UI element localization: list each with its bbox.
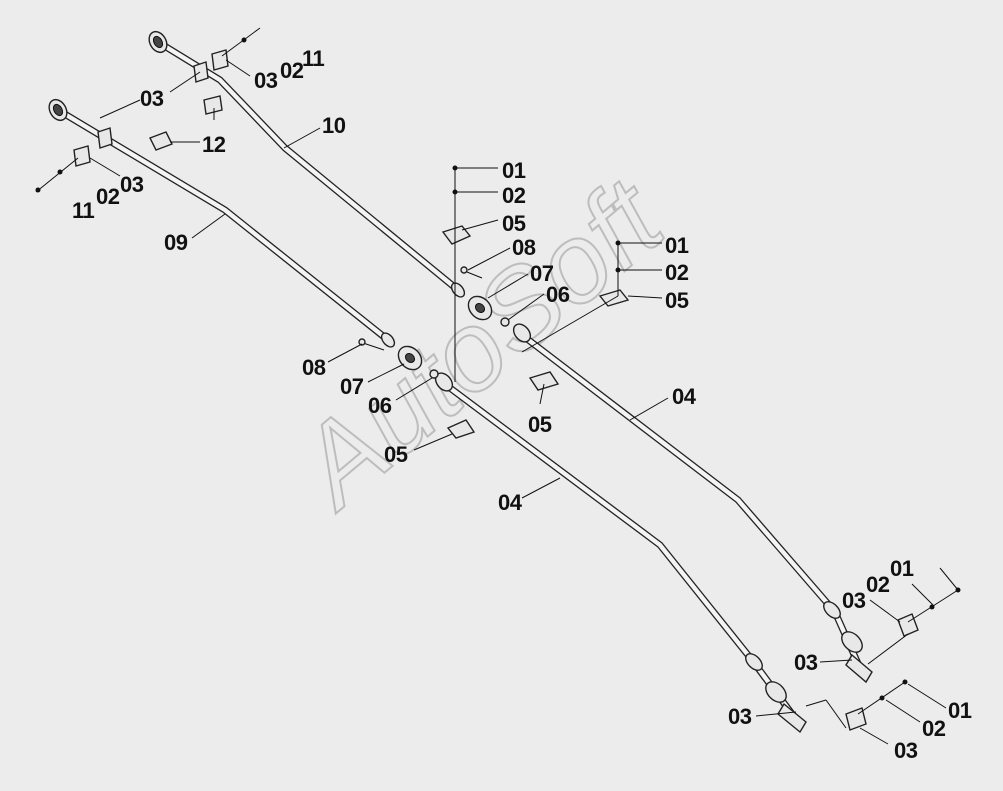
callout-02-right: 02 [665, 260, 689, 285]
callout-02-top: 02 [502, 183, 526, 208]
callout-05-top: 05 [502, 211, 526, 236]
clamp-05-top [441, 225, 472, 245]
callout-01-bottom: 01 [948, 698, 972, 723]
bolt-08-left [358, 338, 385, 351]
fitting-07-top [467, 295, 493, 321]
fitting-03-br [841, 631, 873, 684]
clamp-03-br [897, 613, 919, 637]
clamp-05-mid [528, 371, 560, 391]
bracket-03-pipe09 [97, 127, 113, 149]
flange-04-right-top [512, 323, 532, 343]
callout-02-left: 02 [96, 184, 120, 209]
callout-03-bottom: 03 [894, 738, 918, 763]
callout-01-right: 01 [665, 233, 689, 258]
callout-08-top: 08 [512, 235, 536, 260]
callout-03-topleft: 03 [140, 86, 164, 111]
callout-05-mid: 05 [528, 412, 552, 437]
callout-02-bottom: 02 [922, 716, 946, 741]
callout-08-left: 08 [302, 355, 326, 380]
callout-07-top: 07 [530, 261, 554, 286]
callout-04-left: 04 [498, 490, 523, 515]
fastener-stack-top-right-11 [221, 27, 261, 57]
clamp-05-left [446, 419, 476, 439]
bracket-03-left [73, 145, 91, 167]
coupling-pipe-09 [380, 332, 396, 348]
callout-02-br: 02 [866, 572, 890, 597]
callout-11-left: 11 [72, 198, 95, 223]
bracket-12 [149, 131, 173, 151]
callout-05-left: 05 [384, 442, 408, 467]
pipe-10 [154, 38, 462, 294]
callout-05-right: 05 [665, 288, 689, 313]
callout-03-bl: 03 [728, 704, 752, 729]
callout-06-left: 06 [368, 393, 392, 418]
pipe-09 [54, 106, 392, 344]
bracket-12-top [203, 95, 223, 115]
callout-02-topright: 02 [280, 58, 304, 83]
callout-01-br: 01 [890, 556, 914, 581]
callout-03-br2: 03 [794, 650, 818, 675]
flange-04-right-lower [823, 601, 841, 619]
bracket-03-topleft [193, 61, 209, 83]
pipe-10-end-fitting [148, 30, 168, 54]
fastener-stack-left-11 [35, 157, 79, 193]
callout-labels: 01 02 05 08 07 06 01 02 05 05 04 10 11 0… [72, 46, 972, 763]
callout-03-br1: 03 [842, 588, 866, 613]
callout-01-top: 01 [502, 158, 526, 183]
pipe-09-end-fitting [48, 98, 68, 122]
callout-07-left: 07 [340, 374, 364, 399]
watermark-text: AutoSoft [270, 154, 687, 532]
bolt-08-top [460, 266, 483, 279]
washer-06-left [429, 369, 439, 379]
fastener-stack-top [452, 165, 458, 382]
fastener-stack-bottom [805, 679, 908, 729]
pipe-04-left [438, 378, 802, 726]
callout-11-top: 11 [302, 46, 325, 71]
washer-06-top [500, 317, 510, 327]
callout-03-top: 03 [254, 68, 278, 93]
callout-04-right: 04 [672, 384, 697, 409]
fitting-03-bottom [765, 681, 807, 734]
flange-04-left-lower [745, 653, 763, 671]
callout-10: 10 [322, 113, 346, 138]
callout-09: 09 [164, 230, 188, 255]
clamp-03-bottom [845, 707, 867, 731]
leader-lines [89, 59, 959, 745]
callout-03-left: 03 [120, 172, 144, 197]
callout-12: 12 [202, 132, 226, 157]
callout-06-top: 06 [546, 282, 570, 307]
